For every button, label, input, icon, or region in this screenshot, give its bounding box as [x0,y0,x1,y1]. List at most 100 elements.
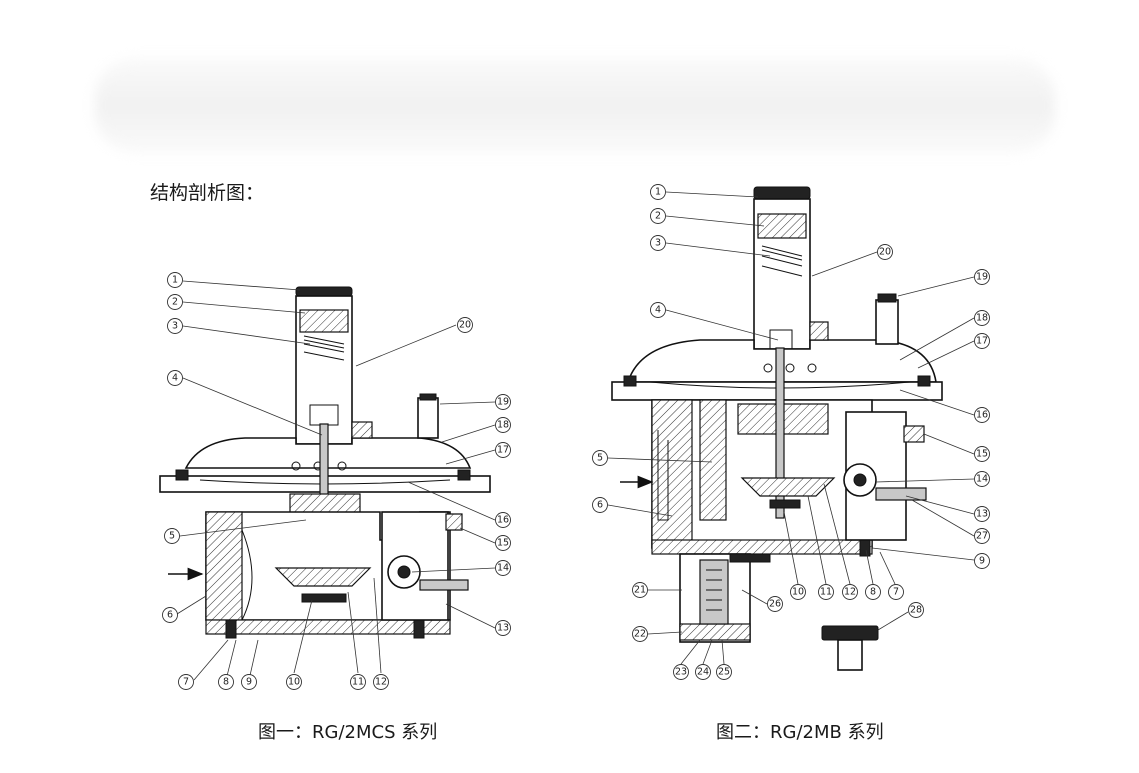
callout-1-19: 19 [495,394,511,410]
callout-2-9: 9 [974,553,990,569]
callout-2-11: 11 [818,584,834,600]
svg-text:18: 18 [497,420,509,431]
callout-1-3: 3 [167,318,183,334]
svg-text:24: 24 [697,667,709,678]
svg-text:9: 9 [979,556,985,567]
svg-text:28: 28 [910,605,922,616]
svg-text:19: 19 [976,272,988,283]
svg-text:11: 11 [820,587,832,598]
svg-text:4: 4 [172,373,178,384]
svg-text:16: 16 [976,410,988,421]
svg-text:14: 14 [497,563,509,574]
callout-1-10: 10 [286,674,302,690]
svg-text:19: 19 [497,397,509,408]
svg-text:14: 14 [976,474,988,485]
svg-text:20: 20 [879,247,891,258]
callout-2-8: 8 [865,584,881,600]
callout-1-17: 17 [495,442,511,458]
callout-2-15: 15 [974,446,990,462]
callout-2-14: 14 [974,471,990,487]
figure1-callouts: 1 2 3 4 5 6 7 8 9 10 11 12 13 14 15 16 1… [162,272,511,690]
callout-2-10: 10 [790,584,806,600]
svg-text:16: 16 [497,515,509,526]
svg-text:4: 4 [655,305,661,316]
callout-2-2: 2 [650,208,666,224]
svg-text:26: 26 [769,599,781,610]
callout-2-6: 6 [592,497,608,513]
callout-2-20: 20 [877,244,893,260]
svg-text:6: 6 [597,500,603,511]
callout-1-9: 9 [241,674,257,690]
svg-text:1: 1 [655,187,661,198]
svg-text:2: 2 [655,211,661,222]
callout-2-17: 17 [974,333,990,349]
svg-text:8: 8 [870,587,876,598]
figure2-caption: 图二：RG/2MB 系列 [716,722,884,743]
svg-text:15: 15 [976,449,988,460]
svg-text:6: 6 [167,610,173,621]
callout-1-7: 7 [178,674,194,690]
svg-text:3: 3 [655,238,661,249]
svg-text:27: 27 [976,531,988,542]
svg-text:20: 20 [459,320,471,331]
callout-2-19: 19 [974,269,990,285]
callout-1-2: 2 [167,294,183,310]
callout-2-13: 13 [974,506,990,522]
svg-text:9: 9 [246,677,252,688]
svg-text:17: 17 [497,445,509,456]
callout-1-1: 1 [167,272,183,288]
svg-text:12: 12 [375,677,387,688]
callout-2-3: 3 [650,235,666,251]
callout-1-18: 18 [495,417,511,433]
svg-text:7: 7 [183,677,189,688]
figure2-callouts: 1 2 3 4 5 6 7 8 9 10 11 12 13 14 15 16 1… [592,184,990,680]
callout-1-14: 14 [495,560,511,576]
callout-1-4: 4 [167,370,183,386]
callout-1-15: 15 [495,535,511,551]
svg-text:11: 11 [352,677,364,688]
figure2-drawing [611,186,943,671]
callout-1-6: 6 [162,607,178,623]
callout-2-7: 7 [888,584,904,600]
callout-2-5: 5 [592,450,608,466]
svg-text:13: 13 [497,623,509,634]
svg-text:15: 15 [497,538,509,549]
svg-text:10: 10 [792,587,804,598]
callout-2-1: 1 [650,184,666,200]
svg-text:23: 23 [675,667,687,678]
svg-text:1: 1 [172,275,178,286]
svg-text:12: 12 [844,587,856,598]
callout-1-5: 5 [164,528,180,544]
svg-text:5: 5 [597,453,603,464]
svg-text:21: 21 [634,585,646,596]
callout-2-18: 18 [974,310,990,326]
callout-2-25: 25 [716,664,732,680]
figure1-leaders [176,280,496,681]
callout-1-16: 16 [495,512,511,528]
callout-2-28: 28 [908,602,924,618]
figure1-caption: 图一：RG/2MCS 系列 [258,722,438,743]
svg-text:13: 13 [976,509,988,520]
callout-2-24: 24 [695,664,711,680]
svg-text:7: 7 [893,587,899,598]
callout-2-4: 4 [650,302,666,318]
callout-2-27: 27 [974,528,990,544]
callout-2-12: 12 [842,584,858,600]
callout-1-8: 8 [218,674,234,690]
callout-2-16: 16 [974,407,990,423]
callout-1-13: 13 [495,620,511,636]
callout-2-21: 21 [632,582,648,598]
svg-text:10: 10 [288,677,300,688]
svg-text:17: 17 [976,336,988,347]
header-blur-band [95,58,1055,153]
callout-1-11: 11 [350,674,366,690]
figure1-drawing [159,286,491,639]
callout-2-23: 23 [673,664,689,680]
figure2-leaders [607,191,975,665]
page-heading: 结构剖析图： [150,182,265,204]
callout-2-22: 22 [632,626,648,642]
svg-text:22: 22 [634,629,646,640]
svg-text:5: 5 [169,531,175,542]
callout-1-12: 12 [373,674,389,690]
